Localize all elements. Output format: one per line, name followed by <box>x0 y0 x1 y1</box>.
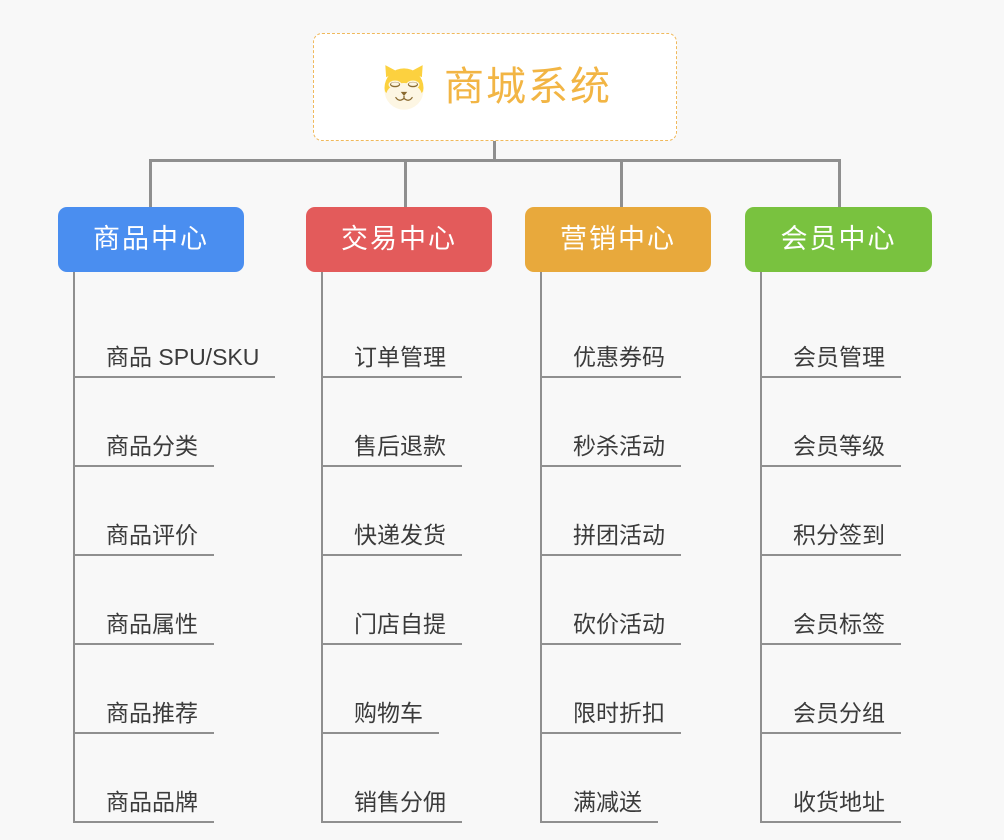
list-item[interactable]: 限时折扣 <box>525 645 711 734</box>
branch-spine <box>73 272 75 823</box>
connector-root-stem <box>493 141 496 162</box>
list-item-label: 商品 SPU/SKU <box>72 346 276 378</box>
branch-items-trade-center: 订单管理 售后退款 快递发货 门店自提 购物车 销售分佣 <box>306 272 492 823</box>
list-item[interactable]: 售后退款 <box>306 378 492 467</box>
branch-header-marketing-center[interactable]: 营销中心 <box>525 207 711 272</box>
list-item-label: 积分签到 <box>760 524 901 556</box>
list-item[interactable]: 拼团活动 <box>525 467 711 556</box>
list-item-label: 满减送 <box>540 791 658 823</box>
list-item[interactable]: 商品分类 <box>58 378 244 467</box>
list-item-label: 快递发货 <box>321 524 462 556</box>
branch-trade-center: 交易中心 订单管理 售后退款 快递发货 门店自提 购物车 销售分佣 <box>306 207 492 823</box>
list-item-label: 购物车 <box>321 702 439 734</box>
list-item[interactable]: 会员等级 <box>745 378 932 467</box>
list-item-label: 限时折扣 <box>540 702 681 734</box>
list-item-label: 收货地址 <box>760 791 901 823</box>
list-item[interactable]: 砍价活动 <box>525 556 711 645</box>
list-item[interactable]: 购物车 <box>306 645 492 734</box>
list-item[interactable]: 订单管理 <box>306 289 492 378</box>
list-item[interactable]: 会员管理 <box>745 289 932 378</box>
list-item[interactable]: 商品 SPU/SKU <box>58 289 276 378</box>
list-item-label: 砍价活动 <box>540 613 681 645</box>
list-item[interactable]: 门店自提 <box>306 556 492 645</box>
branch-product-center: 商品中心 商品 SPU/SKU 商品分类 商品评价 商品属性 商品推荐 商品品牌 <box>58 207 276 823</box>
branch-spine <box>760 272 762 823</box>
list-item[interactable]: 商品评价 <box>58 467 244 556</box>
connector-horizontal-bus <box>149 159 841 162</box>
connector-drop-trade-center <box>404 159 407 208</box>
branch-marketing-center: 营销中心 优惠券码 秒杀活动 拼团活动 砍价活动 限时折扣 满减送 <box>525 207 711 823</box>
shiba-dog-face-icon <box>384 65 424 110</box>
list-item-label: 销售分佣 <box>321 791 462 823</box>
branch-items-member-center: 会员管理 会员等级 积分签到 会员标签 会员分组 收货地址 <box>745 272 932 823</box>
list-item[interactable]: 优惠券码 <box>525 289 711 378</box>
list-item[interactable]: 会员标签 <box>745 556 932 645</box>
branch-spine <box>321 272 323 823</box>
list-item-label: 商品属性 <box>73 613 214 645</box>
branch-spine <box>540 272 542 823</box>
list-item-label: 会员分组 <box>760 702 901 734</box>
list-item[interactable]: 会员分组 <box>745 645 932 734</box>
list-item[interactable]: 销售分佣 <box>306 734 492 823</box>
list-item[interactable]: 收货地址 <box>745 734 932 823</box>
list-item-label: 会员等级 <box>760 435 901 467</box>
branch-member-center: 会员中心 会员管理 会员等级 积分签到 会员标签 会员分组 收货地址 <box>745 207 932 823</box>
branch-items-marketing-center: 优惠券码 秒杀活动 拼团活动 砍价活动 限时折扣 满减送 <box>525 272 711 823</box>
list-item[interactable]: 秒杀活动 <box>525 378 711 467</box>
list-item[interactable]: 满减送 <box>525 734 711 823</box>
list-item-label: 会员管理 <box>760 346 901 378</box>
root-title: 商城系统 <box>444 65 612 109</box>
root-node[interactable]: 商城系统 <box>313 33 677 141</box>
list-item-label: 会员标签 <box>760 613 901 645</box>
branch-header-trade-center[interactable]: 交易中心 <box>306 207 492 272</box>
list-item-label: 门店自提 <box>321 613 462 645</box>
branch-header-product-center[interactable]: 商品中心 <box>58 207 244 272</box>
list-item-label: 商品评价 <box>73 524 214 556</box>
list-item-label: 商品分类 <box>73 435 214 467</box>
list-item-label: 售后退款 <box>321 435 462 467</box>
list-item-label: 订单管理 <box>321 346 462 378</box>
list-item-label: 商品品牌 <box>73 791 214 823</box>
list-item[interactable]: 积分签到 <box>745 467 932 556</box>
branch-header-member-center[interactable]: 会员中心 <box>745 207 932 272</box>
list-item[interactable]: 商品推荐 <box>58 645 244 734</box>
list-item-label: 优惠券码 <box>540 346 681 378</box>
list-item[interactable]: 快递发货 <box>306 467 492 556</box>
list-item-label: 商品推荐 <box>73 702 214 734</box>
list-item[interactable]: 商品品牌 <box>58 734 244 823</box>
connector-drop-product-center <box>149 159 152 208</box>
branch-items-product-center: 商品 SPU/SKU 商品分类 商品评价 商品属性 商品推荐 商品品牌 <box>58 272 276 823</box>
list-item[interactable]: 商品属性 <box>58 556 244 645</box>
list-item-label: 秒杀活动 <box>540 435 681 467</box>
list-item-label: 拼团活动 <box>540 524 681 556</box>
connector-drop-member-center <box>838 159 841 208</box>
connector-drop-marketing-center <box>620 159 623 208</box>
